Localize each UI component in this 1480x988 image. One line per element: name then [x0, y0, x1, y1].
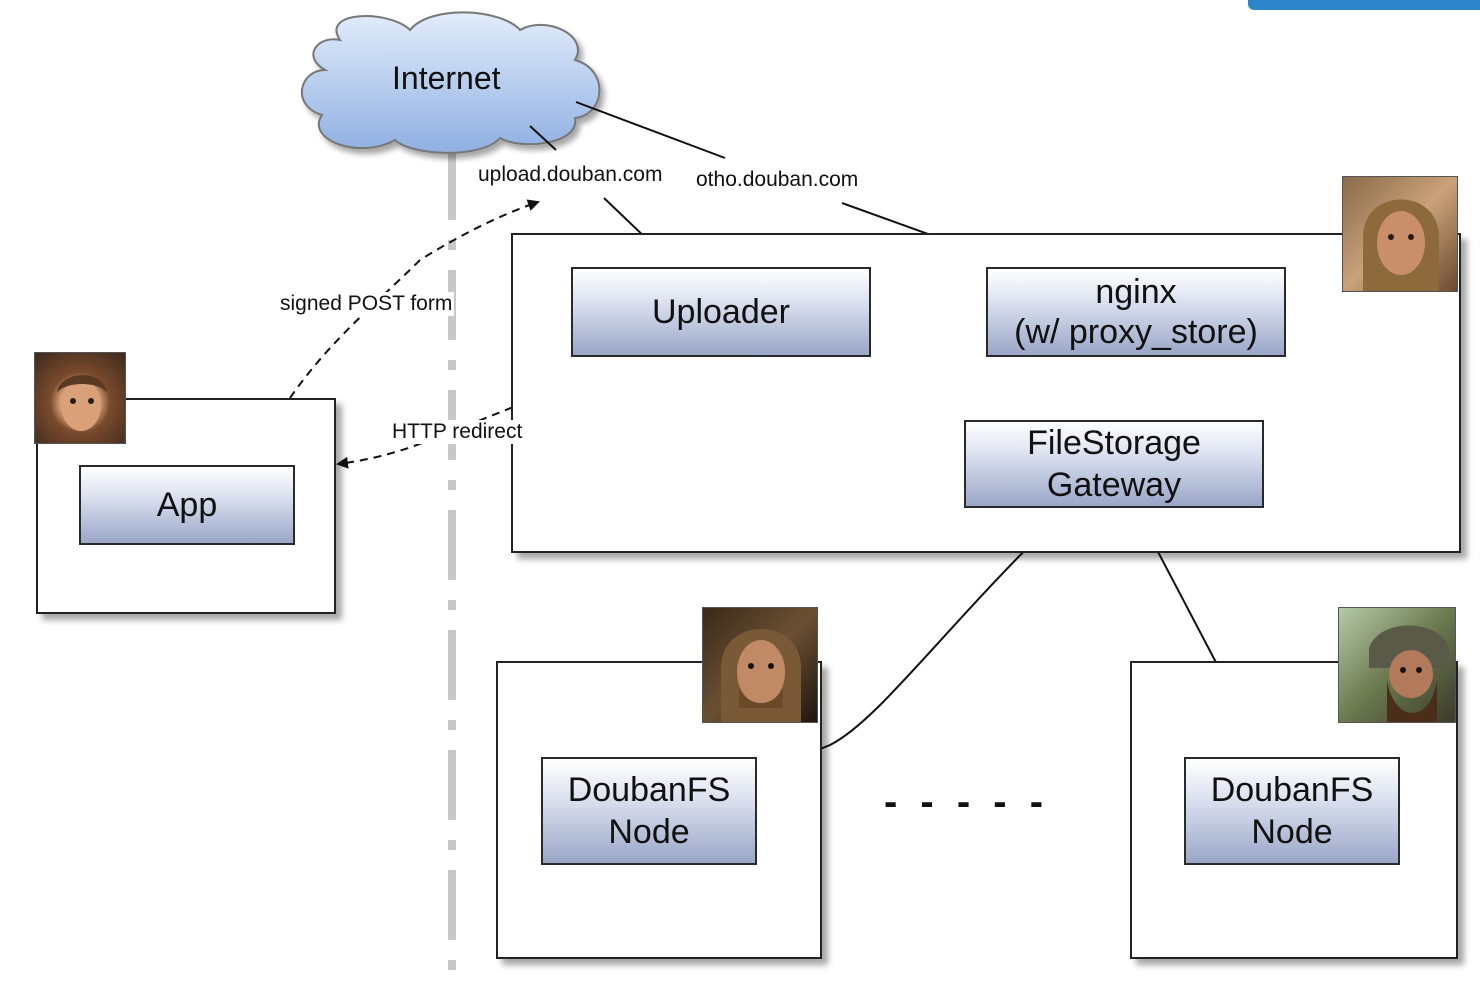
nginx-box: nginx (w/ proxy_store)	[986, 267, 1286, 357]
signed-post-label: signed POST form	[278, 292, 455, 316]
node1-box: DoubanFS Node	[541, 757, 757, 865]
otho-domain-label: otho.douban.com	[694, 168, 861, 192]
avatar-gimli	[1338, 607, 1456, 723]
nginx-sublabel: (w/ proxy_store)	[1014, 313, 1258, 351]
edge-cloud-to-upload-label	[529, 125, 557, 151]
upload-domain-label: upload.douban.com	[476, 163, 665, 187]
gateway-label-line2: Gateway	[1046, 466, 1182, 504]
node1-label-line2: Node	[608, 813, 690, 851]
gateway-box: FileStorage Gateway	[964, 420, 1264, 508]
faramir-face-icon	[1363, 199, 1439, 291]
node2-label-line2: Node	[1251, 813, 1333, 851]
nginx-label: nginx	[1095, 273, 1177, 311]
edge-cloud-to-otho-label	[575, 101, 726, 159]
gateway-label-line1: FileStorage	[1027, 424, 1201, 462]
avatar-faramir	[1342, 176, 1458, 292]
node2-label-line1: DoubanFS	[1210, 771, 1374, 809]
app-label: App	[156, 486, 218, 524]
avatar-boromir	[702, 607, 818, 723]
internet-label: Internet	[392, 60, 501, 96]
uploader-label: Uploader	[652, 293, 790, 331]
more-nodes-ellipsis: - - - - -	[884, 780, 1050, 824]
gimli-face-icon	[1369, 625, 1449, 722]
top-bar-tab	[1248, 0, 1480, 10]
edge-app-to-upload-dashed	[289, 199, 540, 399]
boromir-face-icon	[721, 629, 801, 722]
avatar-frodo	[34, 352, 126, 444]
frodo-face-icon	[57, 374, 107, 431]
uploader-box: Uploader	[571, 267, 871, 357]
app-box: App	[79, 465, 295, 545]
node1-label-line1: DoubanFS	[567, 771, 731, 809]
node2-box: DoubanFS Node	[1184, 757, 1400, 865]
internet-cloud	[301, 11, 601, 154]
http-redirect-label: HTTP redirect	[390, 420, 525, 444]
